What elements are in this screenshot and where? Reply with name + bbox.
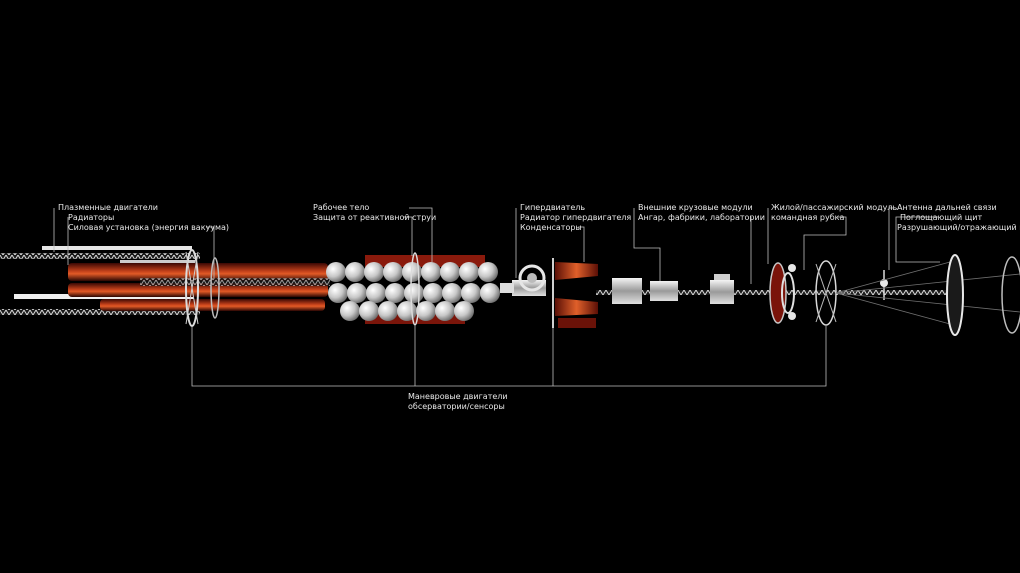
hyperdrive-radiator [555,262,598,280]
command-deck [781,272,795,314]
front-section [835,254,1020,336]
ring-frame [410,252,420,326]
sensor-dish-strut [815,263,837,323]
cargo-module [650,281,678,301]
propellant-tank-sphere [340,301,360,321]
habitat-ring [769,262,787,324]
label-cargo-modules: Внешние крузовые модули [638,203,753,212]
propellant-tank-sphere [442,283,462,303]
label-antenna: Антенна дальней связи [897,203,997,212]
propellant-tank-sphere [366,283,386,303]
label-absorbing-shield: Поглощающий щит [900,213,983,222]
label-deflecting-shield: Разрушающий/отражающий щит [897,223,1020,232]
deflecting-shield [1001,256,1020,334]
propellant-tank-sphere [383,262,403,282]
propellant-tank-sphere [480,283,500,303]
propellant-tank-sphere [385,283,405,303]
cargo-module [612,278,642,304]
label-capacitors: Конденсаторы [520,223,582,232]
truss-boom-bottom [0,309,200,315]
label-plasma-engines: Плазменные двигатели [58,203,158,212]
propellant-section [326,252,500,326]
label-radiators: Радиаторы [68,213,115,222]
command-deck-pod [788,312,796,320]
label-observatories: обсерватории/сенсоры [408,402,505,411]
leader-line-cargo [633,208,752,284]
shield-rigging [835,261,1020,325]
leader-line-habitat [767,208,847,270]
ring-frame [210,257,220,319]
radiator-tube [100,299,325,311]
label-power-plant: Силовая установка (энергия вакуума) [68,223,230,232]
long-range-antenna [880,279,888,287]
label-habitat-module: Жилой/пассажирский модуль [771,203,898,212]
plasma-engines-section [0,246,330,327]
label-maneuvering-engines: Маневровые двигатели [408,392,508,401]
propellant-tank-sphere [461,283,481,303]
label-jet-shield: Защита от реактивной струи [313,213,437,222]
power-plant-frame [140,278,330,286]
propellant-tank-sphere [423,283,443,303]
propellant-tank-sphere [345,262,365,282]
truss-boom-top [0,253,200,259]
hangar-module-cap [714,274,730,280]
propellant-tank-sphere [397,301,417,321]
label-hangar: Ангар, фабрики, лаборатории [638,213,765,222]
label-hyperdrive-radiator: Радиатор гипердвигателя [520,213,632,222]
leader-line-front [888,207,940,270]
propellant-tank-sphere [421,262,441,282]
hyperdrive-core-inner [527,273,537,283]
reactive-jet-shield [365,314,465,324]
label-working-body: Рабочее тело [313,203,370,212]
propellant-tank-sphere [416,301,436,321]
label-hyperdrive: Гипердвиатель [520,203,586,212]
capacitor [500,283,514,293]
leader-line-bottom [191,326,827,387]
leader-line-working-body [403,207,433,262]
propellant-tank-sphere [378,301,398,321]
hyperdrive-radiator [555,298,598,316]
propellant-tank-sphere [328,283,348,303]
propellant-tank-sphere [435,301,455,321]
propellant-tank-sphere [478,262,498,282]
plasma-engine-pipe [120,260,195,263]
hyperdrive-section [500,258,598,328]
propellant-tanks [326,262,500,321]
hangar-module [710,280,734,304]
propellant-tank-sphere [326,262,346,282]
hyperdrive-radiator [558,318,596,328]
hyperdrive-core [518,264,546,292]
propellant-tank-sphere [459,262,479,282]
label-command-deck: командная рубка [771,213,845,222]
ring-strut [185,251,199,325]
propellant-tank-sphere [364,262,384,282]
propellant-tank-sphere [440,262,460,282]
absorbing-shield [946,254,964,336]
propellant-tank-sphere [347,283,367,303]
leader-line-propulsion [53,208,215,278]
cargo-modules [612,274,734,304]
propellant-tank-sphere [454,301,474,321]
leader-line-hyperdrive [515,208,585,278]
leader-lines [53,207,940,387]
command-deck-pod [788,264,796,272]
plasma-engine-pipe [42,246,192,250]
propellant-tank-sphere [359,301,379,321]
propellant-tank-sphere [404,283,424,303]
